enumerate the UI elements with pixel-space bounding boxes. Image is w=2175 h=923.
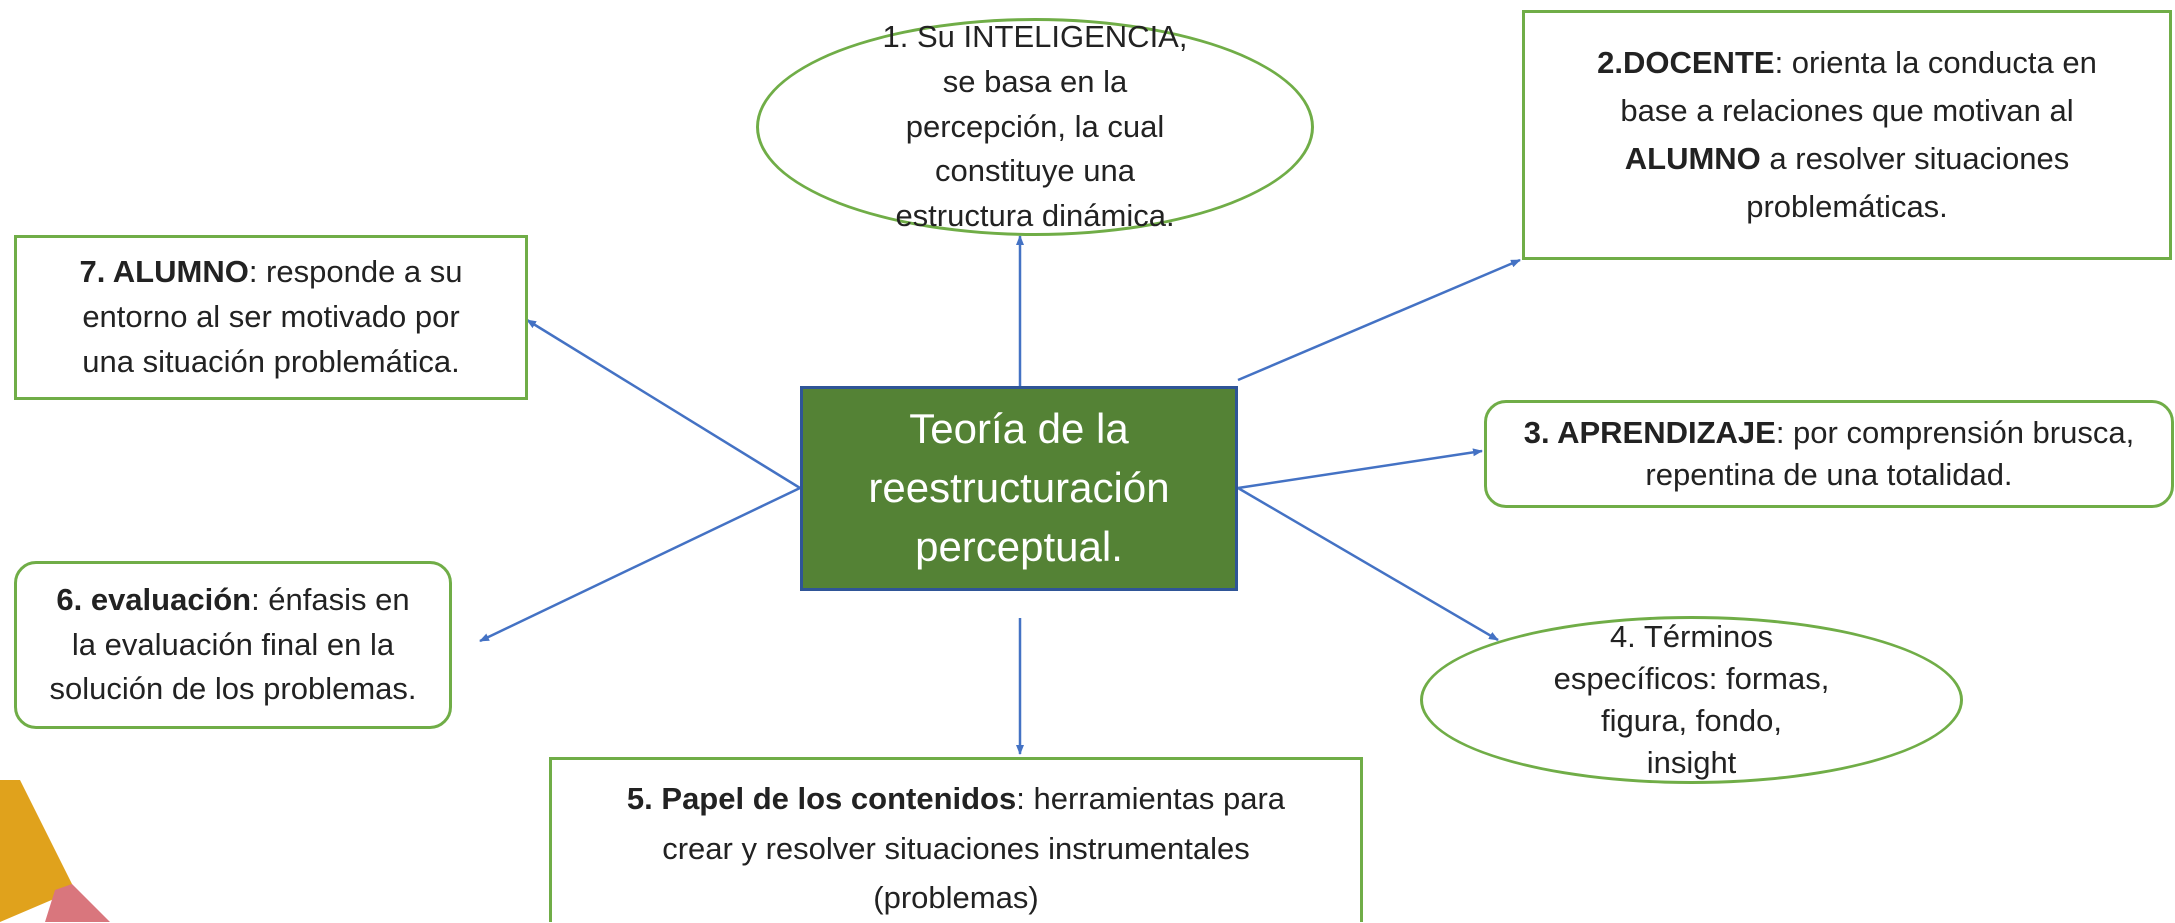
arrow-to-node-3 — [1237, 448, 1483, 490]
node-2-text-end: a resolver situaciones problemáticas. — [1746, 141, 2070, 225]
node-7-text: : responde a su entorno al ser motivado … — [82, 254, 463, 379]
arrow-to-node-2 — [1237, 258, 1521, 382]
node-2-docente: 2.DOCENTE: orienta la conducta en base a… — [1522, 10, 2172, 260]
arrow-to-node-7 — [526, 318, 801, 490]
node-5-heading: 5. Papel de los contenidos — [626, 781, 1017, 816]
node-6-text: : énfasis en la evaluación final en la s… — [49, 581, 417, 707]
corner-decoration — [0, 780, 110, 922]
node-4-number: 4. — [1609, 619, 1636, 655]
node-4-terminos: 4. Términos específicos: formas, figura,… — [1420, 616, 1963, 784]
node-3-aprendizaje: 3. APRENDIZAJE: por comprensión brusca, … — [1484, 400, 2174, 508]
node-4-text: Términos específicos: formas, figura, fo… — [1553, 619, 1830, 780]
node-6-heading: 6. evaluación — [56, 581, 252, 617]
node-5-text: : herramientas para crear y resolver sit… — [662, 781, 1286, 916]
arrow-to-node-4 — [1237, 486, 1499, 642]
node-3-heading: 3. APRENDIZAJE — [1523, 415, 1776, 451]
node-2-text: : orienta la conducta en base a relacion… — [1620, 44, 2097, 128]
node-7-heading: 7. ALUMNO — [79, 254, 249, 290]
central-topic: Teoría de la reestructuración perceptual… — [800, 386, 1238, 591]
arrow-to-node-6 — [479, 486, 801, 643]
node-1-number: 1. — [882, 18, 909, 54]
central-topic-label: Teoría de la reestructuración perceptual… — [868, 405, 1170, 570]
node-6-evaluacion: 6. evaluación: énfasis en la evaluación … — [14, 561, 452, 729]
node-3-text: : por comprensión brusca, repentina de u… — [1645, 415, 2135, 492]
node-7-alumno: 7. ALUMNO: responde a su entorno al ser … — [14, 235, 528, 400]
node-2-heading: 2.DOCENTE — [1597, 44, 1775, 80]
node-1-text: Su INTELIGENCIA, se basa en la percepció… — [895, 18, 1188, 234]
node-5-papel-contenidos: 5. Papel de los contenidos: herramientas… — [549, 757, 1363, 922]
node-1-inteligencia: 1. Su INTELIGENCIA, se basa en la percep… — [756, 18, 1314, 236]
node-2-alumno: ALUMNO — [1624, 141, 1761, 176]
